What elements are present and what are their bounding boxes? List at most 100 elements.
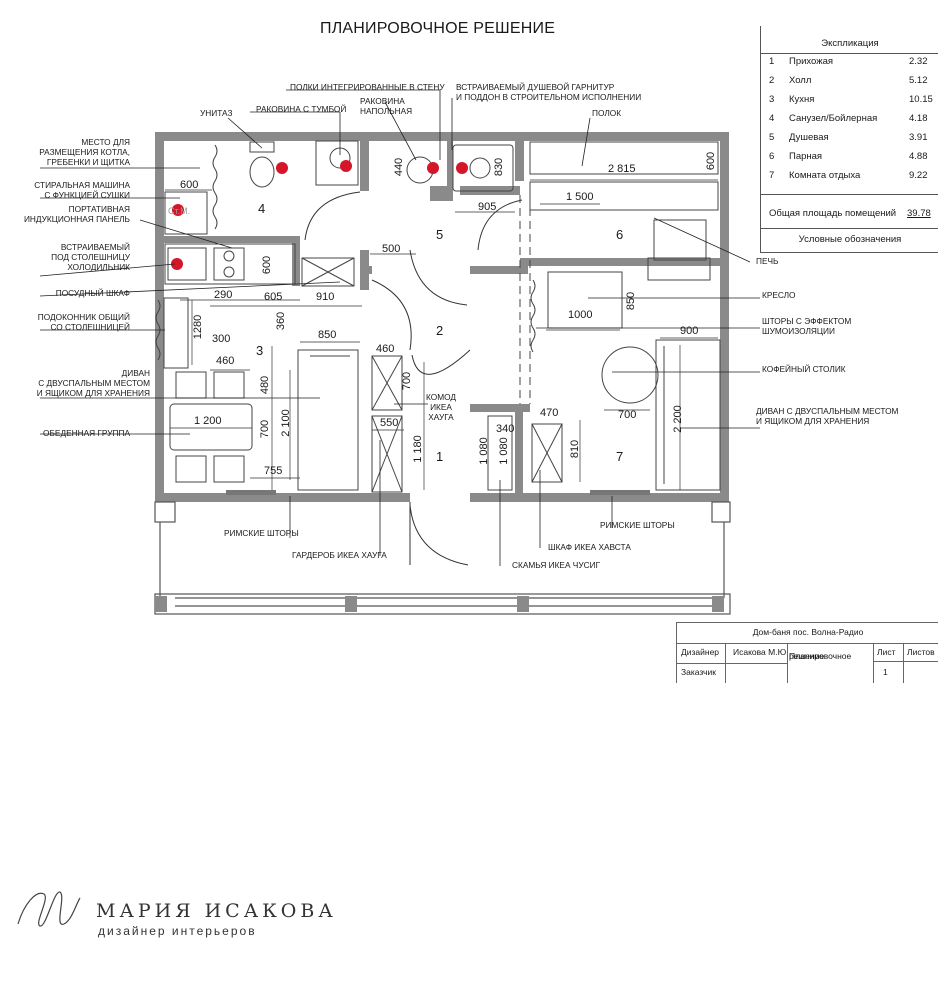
signature-logo <box>17 891 81 927</box>
room-number: 1 <box>436 449 444 464</box>
plumbing-fixtures <box>164 140 514 235</box>
label-dish-cabinet: ПОСУДНЫЙ ШКАФ <box>55 288 130 298</box>
label-dining-group: ОБЕДЕННАЯ ГРУППА <box>43 428 130 438</box>
label-roman-blinds-left: РИМСКИЕ ШТОРЫ <box>224 528 299 538</box>
dim-label: 605 <box>264 291 283 303</box>
dim-label: 1280 <box>192 314 205 340</box>
dim-label: 2 815 <box>608 163 636 175</box>
dim-label: 1 500 <box>566 191 594 203</box>
designer-logo-subtitle: дизайнер интерьеров <box>98 924 257 938</box>
room-number: 5 <box>436 227 444 242</box>
dim-label: 850 <box>625 291 638 311</box>
dim-label: 440 <box>393 157 406 177</box>
dim-label: 850 <box>318 329 337 341</box>
dim-label: 1 200 <box>194 415 222 427</box>
dim-label: 830 <box>493 157 506 177</box>
label-bench-shelf: ПОЛОК <box>592 108 622 118</box>
dim-label: 700 <box>401 371 414 391</box>
dimension-lines <box>165 179 718 490</box>
dim-label: 755 <box>264 465 283 477</box>
dim-label: 470 <box>540 407 559 419</box>
project-name: Дом-баня пос. Волна-Радио <box>752 627 864 637</box>
dim-label: 290 <box>214 289 233 301</box>
dim-label: 700 <box>618 409 637 421</box>
washer-mark: Ст.М. <box>168 206 191 216</box>
dim-label: 1 080 <box>477 437 490 465</box>
label-bench-chusig: СКАМЬЯ ИКЕА ЧУСИГ <box>512 560 601 570</box>
dim-label: 1000 <box>568 309 593 321</box>
dim-label: 460 <box>376 343 395 355</box>
sheet-label: Лист <box>877 647 896 657</box>
total-area-label: Общая площадь помещений <box>769 208 897 219</box>
curtains <box>155 144 536 361</box>
legend-header: Условные обозначения <box>798 234 902 245</box>
room-number: 2 <box>436 323 444 338</box>
label-stove: ПЕЧЬ <box>756 256 779 266</box>
page-title: ПЛАНИРОВОЧНОЕ РЕШЕНИЕ <box>320 20 556 37</box>
title-block: Дом-баня пос. Волна-Радио Дизайнер Исако… <box>676 622 938 683</box>
outer-walls <box>155 132 729 502</box>
label-sink-cabinet: РАКОВИНА С ТУМБОЙ <box>256 104 347 114</box>
sheets-label: Листов <box>907 647 935 657</box>
designer-logo-name: МАРИЯ ИСАКОВА <box>96 900 337 922</box>
label-cabinet-havsta: ШКАФ ИКЕА ХАВСТА <box>548 542 631 552</box>
label-armchair: КРЕСЛО <box>762 290 796 300</box>
leader-lines <box>39 89 760 566</box>
designer-label: Дизайнер <box>681 647 720 657</box>
kitchen-furniture <box>163 243 359 491</box>
dim-label: 600 <box>180 179 199 191</box>
dim-label: 1 080 <box>497 437 510 465</box>
label-wall-shelves: ПОЛКИ ИНТЕГРИРОВАННЫЕ В СТЕНУ <box>290 82 445 92</box>
dim-label: 480 <box>259 375 272 395</box>
roman-blinds <box>226 490 650 495</box>
dim-label: 600 <box>261 255 274 275</box>
dim-label: 700 <box>259 419 272 439</box>
dim-label: 300 <box>212 333 231 345</box>
sheet-number: 1 <box>883 667 888 677</box>
dim-label: 810 <box>569 439 582 459</box>
dim-label: 2 200 <box>671 405 684 433</box>
dim-label: 905 <box>478 201 497 213</box>
dim-label: 460 <box>216 355 235 367</box>
label-coffee-table: КОФЕЙНЫЙ СТОЛИК <box>762 364 846 374</box>
explication-header: Экспликация <box>821 38 879 49</box>
dim-label: 910 <box>316 291 335 303</box>
label-roman-blinds-right: РИМСКИЕ ШТОРЫ <box>600 520 675 530</box>
dim-label: 360 <box>275 311 288 331</box>
room-number: 6 <box>616 227 624 242</box>
dim-label: 900 <box>680 325 699 337</box>
total-area-value: 39.78 <box>907 208 931 219</box>
veranda <box>154 501 731 615</box>
inner-walls <box>164 141 720 494</box>
designer-name: Исакова М.Ю. <box>733 647 789 657</box>
dim-label: 340 <box>496 423 515 435</box>
dim-label: 1 180 <box>411 435 424 463</box>
client-label: Заказчик <box>681 667 716 677</box>
dim-label: 2 100 <box>279 409 292 437</box>
dim-label: 500 <box>382 243 401 255</box>
room-number: 4 <box>258 201 266 216</box>
doors <box>304 191 523 566</box>
label-wardrobe: ГАРДЕРОБ ИКЕА ХАУГА <box>292 550 387 560</box>
label-toilet: УНИТАЗ <box>200 108 233 118</box>
